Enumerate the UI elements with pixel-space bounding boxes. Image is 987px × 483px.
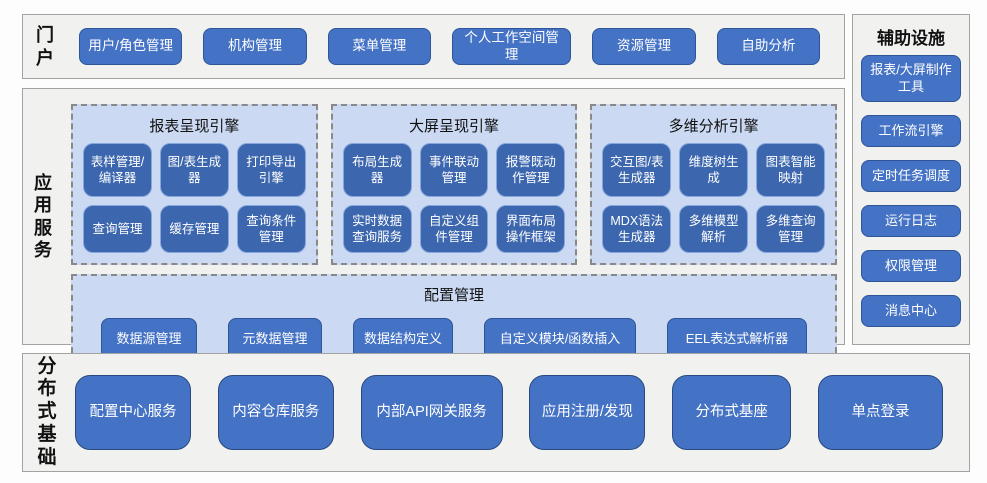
engine-module-node: 图表智能映射 — [756, 143, 826, 197]
engine-module-node: 交互图/表生成器 — [602, 143, 672, 197]
dist-node-content-repo-service: 内容仓库服务 — [217, 375, 334, 450]
dist-node-app-register-discovery: 应用注册/发现 — [529, 375, 646, 450]
engine-group-row: 报表呈现引擎 表样管理/编译器 图/表生成器 打印导出引擎 查询管理 缓存管理 … — [71, 104, 838, 265]
engine-module-node: 界面布局操作框架 — [496, 205, 566, 253]
engine-module-node: 打印导出引擎 — [236, 143, 306, 197]
engine-module-grid: 表样管理/编译器 图/表生成器 打印导出引擎 查询管理 缓存管理 查询条件管理 — [83, 143, 306, 253]
portal-node-row: 用户/角色管理 机构管理 菜单管理 个人工作空间管理 资源管理 自助分析 — [57, 28, 844, 65]
distributed-section-label: 分布式基础 — [37, 355, 57, 468]
app-services-section-label: 应用服务 — [34, 172, 52, 261]
aux-node-scheduled-task: 定时任务调度 — [861, 160, 961, 192]
engine-module-node: 自定义组件管理 — [419, 205, 489, 253]
engine-module-node: 多维查询管理 — [756, 205, 826, 253]
engine-module-node: 表样管理/编译器 — [83, 143, 152, 197]
engine-module-node: 图/表生成器 — [159, 143, 229, 197]
auxiliary-section-title: 辅助设施 — [877, 29, 945, 48]
engine-module-node: 报警既动作管理 — [496, 143, 566, 197]
portal-node-org-mgmt: 机构管理 — [203, 28, 307, 65]
engine-module-node: 布局生成器 — [342, 143, 412, 197]
report-render-engine-group: 报表呈现引擎 表样管理/编译器 图/表生成器 打印导出引擎 查询管理 缓存管理 … — [71, 104, 318, 265]
engine-module-grid: 交互图/表生成器 维度树生成 图表智能映射 MDX语法生成器 多维模型解析 多维… — [602, 143, 826, 253]
multidim-analysis-engine-group: 多维分析引擎 交互图/表生成器 维度树生成 图表智能映射 MDX语法生成器 多维… — [590, 104, 838, 265]
aux-node-permission-mgmt: 权限管理 — [861, 250, 961, 282]
engine-module-node: 实时数据查询服务 — [342, 205, 412, 253]
engine-group-title: 多维分析引擎 — [668, 118, 759, 135]
portal-section-label: 门户 — [36, 25, 54, 68]
config-group-title: 配置管理 — [423, 287, 484, 304]
distributed-node-row: 配置中心服务 内容仓库服务 内部API网关服务 应用注册/发现 分布式基座 单点… — [59, 375, 969, 450]
dist-node-internal-api-gateway-service: 内部API网关服务 — [360, 375, 503, 450]
app-services-content: 报表呈现引擎 表样管理/编译器 图/表生成器 打印导出引擎 查询管理 缓存管理 … — [55, 89, 844, 374]
portal-section: 门户 用户/角色管理 机构管理 菜单管理 个人工作空间管理 资源管理 自助分析 — [22, 14, 845, 79]
portal-node-self-service-analysis: 自助分析 — [716, 28, 821, 65]
portal-node-personal-workspace-mgmt: 个人工作空间管理 — [451, 28, 572, 65]
app-services-section: 应用服务 报表呈现引擎 表样管理/编译器 图/表生成器 打印导出引擎 查询管理 … — [22, 88, 845, 374]
portal-node-menu-mgmt: 菜单管理 — [327, 28, 431, 65]
dist-node-distributed-pedestal: 分布式基座 — [672, 375, 792, 450]
portal-node-user-role-mgmt: 用户/角色管理 — [79, 28, 183, 65]
dist-node-single-sign-on: 单点登录 — [817, 375, 943, 450]
engine-module-node: 缓存管理 — [159, 205, 229, 253]
aux-node-report-bigscreen-tool: 报表/大屏制作工具 — [861, 55, 961, 102]
engine-module-node: 查询管理 — [83, 205, 152, 253]
portal-node-resource-mgmt: 资源管理 — [592, 28, 696, 65]
engine-module-node: 多维模型解析 — [679, 205, 749, 253]
engine-module-node: 查询条件管理 — [236, 205, 306, 253]
aux-node-workflow-engine: 工作流引擎 — [861, 115, 961, 147]
bigscreen-render-engine-group: 大屏呈现引擎 布局生成器 事件联动管理 报警既动作管理 实时数据查询服务 自定义… — [330, 104, 578, 265]
engine-module-node: MDX语法生成器 — [602, 205, 672, 253]
engine-module-node: 维度树生成 — [679, 143, 749, 197]
engine-module-node: 事件联动管理 — [419, 143, 489, 197]
engine-module-grid: 布局生成器 事件联动管理 报警既动作管理 实时数据查询服务 自定义组件管理 界面… — [342, 143, 566, 253]
aux-node-run-log: 运行日志 — [861, 205, 961, 237]
aux-node-message-center: 消息中心 — [861, 295, 961, 327]
auxiliary-facilities-section: 辅助设施 报表/大屏制作工具 工作流引擎 定时任务调度 运行日志 权限管理 消息… — [852, 14, 970, 345]
dist-node-config-center-service: 配置中心服务 — [75, 375, 191, 450]
distributed-base-section: 分布式基础 配置中心服务 内容仓库服务 内部API网关服务 应用注册/发现 分布… — [22, 353, 970, 472]
engine-group-title: 大屏呈现引擎 — [409, 118, 500, 135]
engine-group-title: 报表呈现引擎 — [149, 118, 240, 135]
